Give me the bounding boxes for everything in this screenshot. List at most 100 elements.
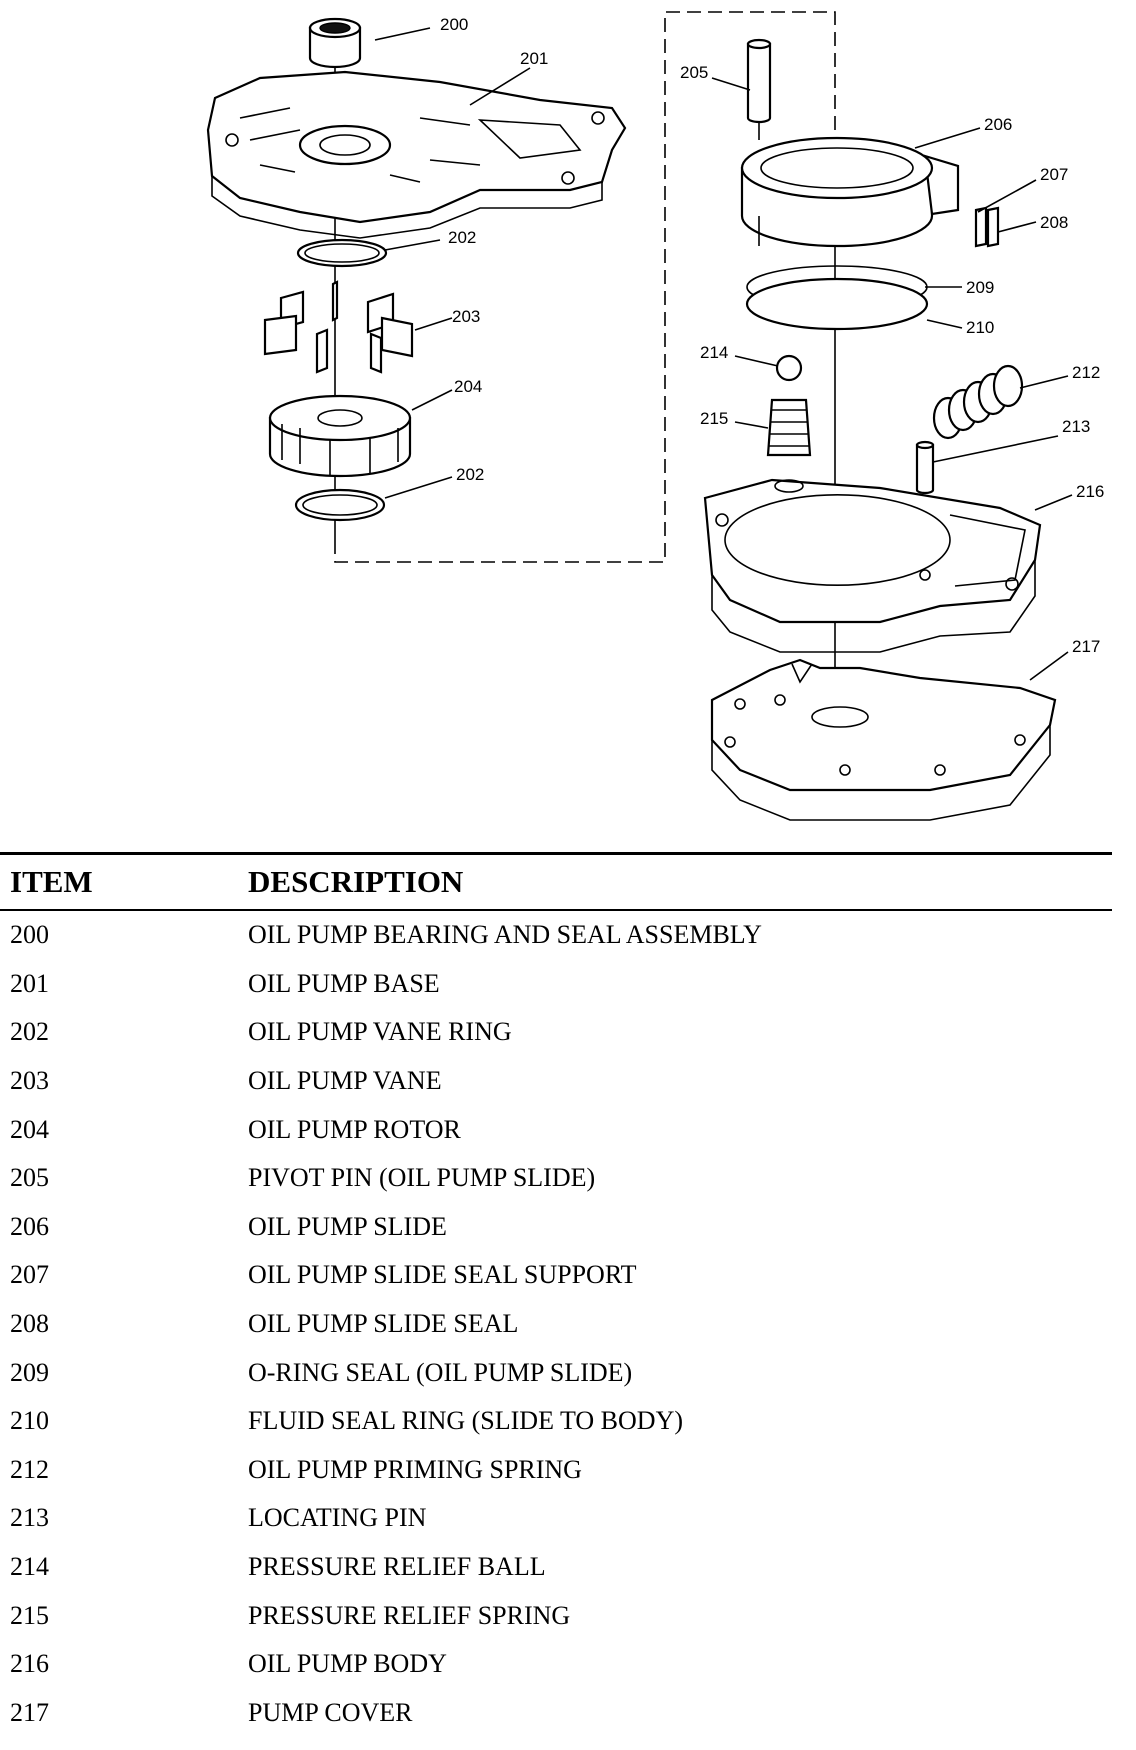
item-number: 209 [10,1357,49,1387]
callout-203: 203 [452,307,480,326]
leader-200 [374,27,431,41]
item-description: PIVOT PIN (OIL PUMP SLIDE) [248,1163,596,1193]
item-number: 202 [10,1017,49,1047]
table-row: 209 O-RING SEAL (OIL PUMP SLIDE) [0,1348,1112,1397]
table-body: 200 OIL PUMP BEARING AND SEAL ASSEMBLY 201… [0,911,1112,1737]
item-number: 210 [10,1406,49,1436]
item-description: OIL PUMP BEARING AND SEAL ASSEMBLY [248,920,762,950]
callout-209: 209 [966,278,994,297]
leader-217 [1029,651,1069,681]
table-row: 214 PRESSURE RELIEF BALL [0,1543,1112,1592]
part-201-oil-pump-base [206,70,627,239]
item-description: OIL PUMP PRIMING SPRING [248,1454,582,1484]
part-217-pump-cover [710,658,1057,821]
callout-217: 217 [1072,637,1100,656]
leader-210 [926,319,963,329]
item-description: O-RING SEAL (OIL PUMP SLIDE) [248,1357,633,1387]
table-header-rule [0,909,1112,911]
item-number: 201 [10,968,49,998]
part-216-oil-pump-body [703,478,1042,653]
item-number: 208 [10,1309,49,1339]
table-row: 202 OIL PUMP VANE RING [0,1008,1112,1057]
exploded-view-diagram: 200 201 202 203 204 202 205 206 207 208 … [0,0,1136,830]
part-203-vanes [263,280,414,374]
item-description: PRESSURE RELIEF BALL [248,1552,546,1582]
callout-201: 201 [520,49,548,68]
leader-216 [1034,494,1073,511]
connector-dashed-line [334,11,836,563]
leader-212 [1019,375,1069,389]
item-description: OIL PUMP SLIDE SEAL SUPPORT [248,1260,637,1290]
item-number: 212 [10,1454,49,1484]
part-205-pivot-pin [746,38,772,140]
callout-215: 215 [700,409,728,428]
callout-202-top: 202 [448,228,476,247]
item-description: OIL PUMP BODY [248,1649,447,1679]
item-number: 214 [10,1552,49,1582]
leader-202-top [384,239,441,251]
table-row: 203 OIL PUMP VANE [0,1057,1112,1106]
part-206-oil-pump-slide [740,136,960,248]
item-description: FLUID SEAL RING (SLIDE TO BODY) [248,1406,684,1436]
leader-215 [734,421,769,429]
table-row: 215 PRESSURE RELIEF SPRING [0,1591,1112,1640]
callout-204: 204 [454,377,482,396]
item-description: OIL PUMP VANE RING [248,1017,512,1047]
part-210-fluid-seal-ring [745,277,929,331]
leader-202-bottom [384,476,453,499]
part-212-priming-spring [932,364,1024,440]
part-200-bearing-seal [308,17,362,69]
item-description: OIL PUMP ROTOR [248,1114,461,1144]
item-description: OIL PUMP SLIDE SEAL [248,1309,519,1339]
part-213-locating-pin [915,440,935,495]
callout-212: 212 [1072,363,1100,382]
callout-210: 210 [966,318,994,337]
table-row: 212 OIL PUMP PRIMING SPRING [0,1446,1112,1495]
item-number: 206 [10,1211,49,1241]
item-number: 204 [10,1114,49,1144]
callout-200: 200 [440,15,468,34]
table-top-rule [0,852,1112,855]
leader-214 [734,355,779,367]
leader-208 [997,221,1037,233]
callout-207: 207 [1040,165,1068,184]
leader-213 [932,435,1059,463]
part-215-relief-spring [766,398,812,457]
item-number: 213 [10,1503,49,1533]
item-description: OIL PUMP SLIDE [248,1211,447,1241]
item-description: PUMP COVER [248,1697,413,1727]
leader-205 [711,77,751,91]
item-number: 205 [10,1163,49,1193]
callout-208: 208 [1040,213,1068,232]
part-202-vane-ring-bottom [294,488,386,522]
table-row: 210 FLUID SEAL RING (SLIDE TO BODY) [0,1397,1112,1446]
item-description: OIL PUMP VANE [248,1066,442,1096]
callout-202-bottom: 202 [456,465,484,484]
item-number: 215 [10,1600,49,1630]
callout-216: 216 [1076,482,1104,501]
leader-204 [411,389,453,411]
part-204-rotor [268,394,412,478]
table-row: 208 OIL PUMP SLIDE SEAL [0,1300,1112,1349]
table-row: 204 OIL PUMP ROTOR [0,1105,1112,1154]
callout-205: 205 [680,63,708,82]
item-description: PRESSURE RELIEF SPRING [248,1600,571,1630]
item-number: 200 [10,920,49,950]
item-number: 203 [10,1066,49,1096]
table-header-row: ITEM DESCRIPTION [0,855,1112,909]
leader-203 [414,317,453,331]
item-number: 207 [10,1260,49,1290]
exploded-view-svg: 200 201 202 203 204 202 205 206 207 208 … [206,11,1104,821]
table-row: 206 OIL PUMP SLIDE [0,1203,1112,1252]
part-214-relief-ball [775,354,803,382]
table-row: 200 OIL PUMP BEARING AND SEAL ASSEMBLY [0,911,1112,960]
leader-206 [914,127,981,149]
parts-table: ITEM DESCRIPTION 200 OIL PUMP BEARING AND… [0,852,1112,1737]
header-description: DESCRIPTION [248,864,464,899]
callout-206: 206 [984,115,1012,134]
callout-213: 213 [1062,417,1090,436]
